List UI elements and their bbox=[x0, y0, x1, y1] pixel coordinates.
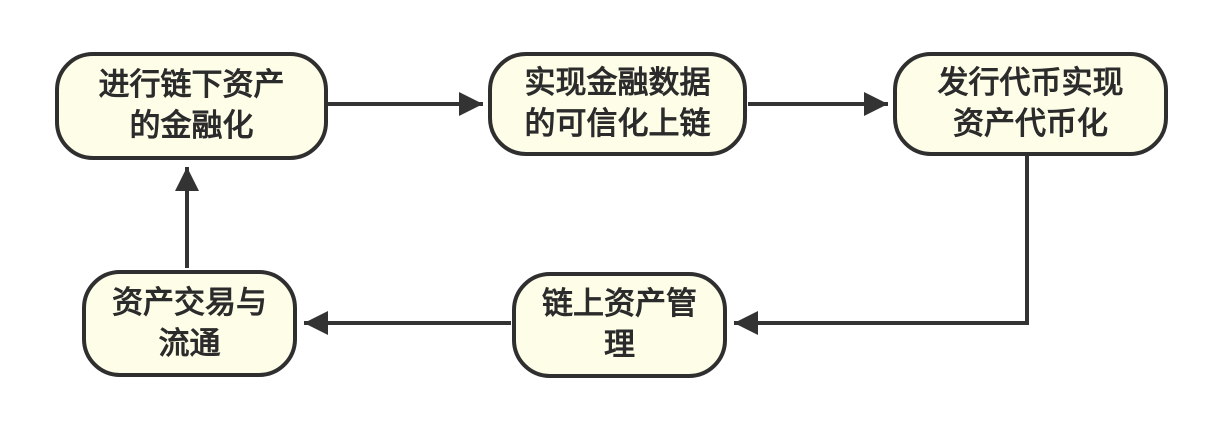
flow-node-label: 进行链下资产 的金融化 bbox=[98, 67, 285, 144]
flow-node-onchain-asset-management: 链上资产管 理 bbox=[512, 272, 727, 378]
flow-node-label: 发行代币实现 资产代币化 bbox=[937, 65, 1124, 142]
flow-node-label: 资产交易与 流通 bbox=[112, 284, 267, 362]
flow-node-asset-trading-circulation: 资产交易与 流通 bbox=[82, 270, 297, 377]
flow-node-label: 实现金融数据 的可信化上链 bbox=[524, 65, 711, 142]
flow-node-label: 链上资产管 理 bbox=[542, 286, 697, 363]
flow-node-trusted-data-onchain: 实现金融数据 的可信化上链 bbox=[488, 52, 747, 156]
flow-node-token-issuance: 发行代币实现 资产代币化 bbox=[893, 52, 1168, 156]
flow-node-offchain-financialization: 进行链下资产 的金融化 bbox=[55, 52, 328, 160]
arrow-token-to-management-icon bbox=[734, 156, 1029, 335]
